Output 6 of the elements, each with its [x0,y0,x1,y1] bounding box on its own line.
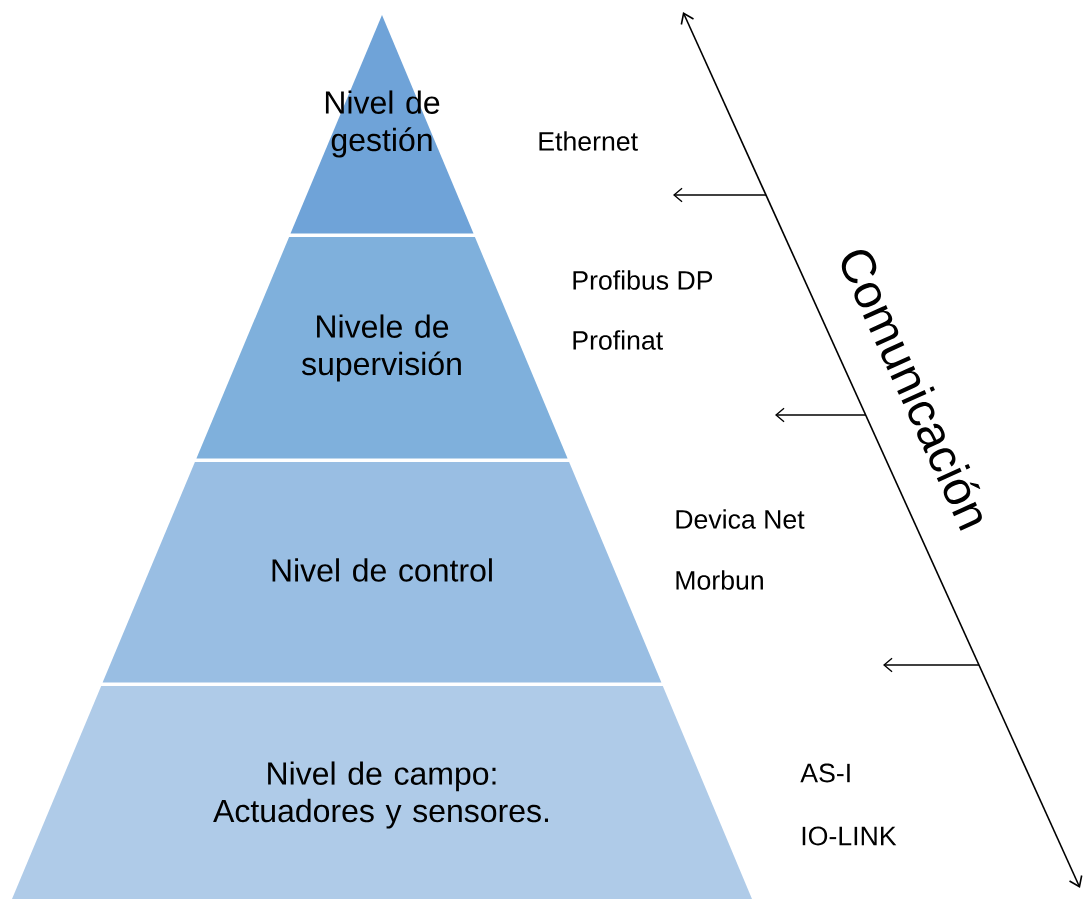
pyramid-level: Nivele de supervisión [196,237,568,459]
protocol-label: AS-I [800,763,850,783]
pyramid-level: Nivel de control [102,462,662,683]
pyramid-level: Nivel de campo: Actuadores y sensores. [12,686,752,899]
protocol-label: Ethernet [539,131,638,151]
protocol-label: IO-LINK [802,826,897,846]
